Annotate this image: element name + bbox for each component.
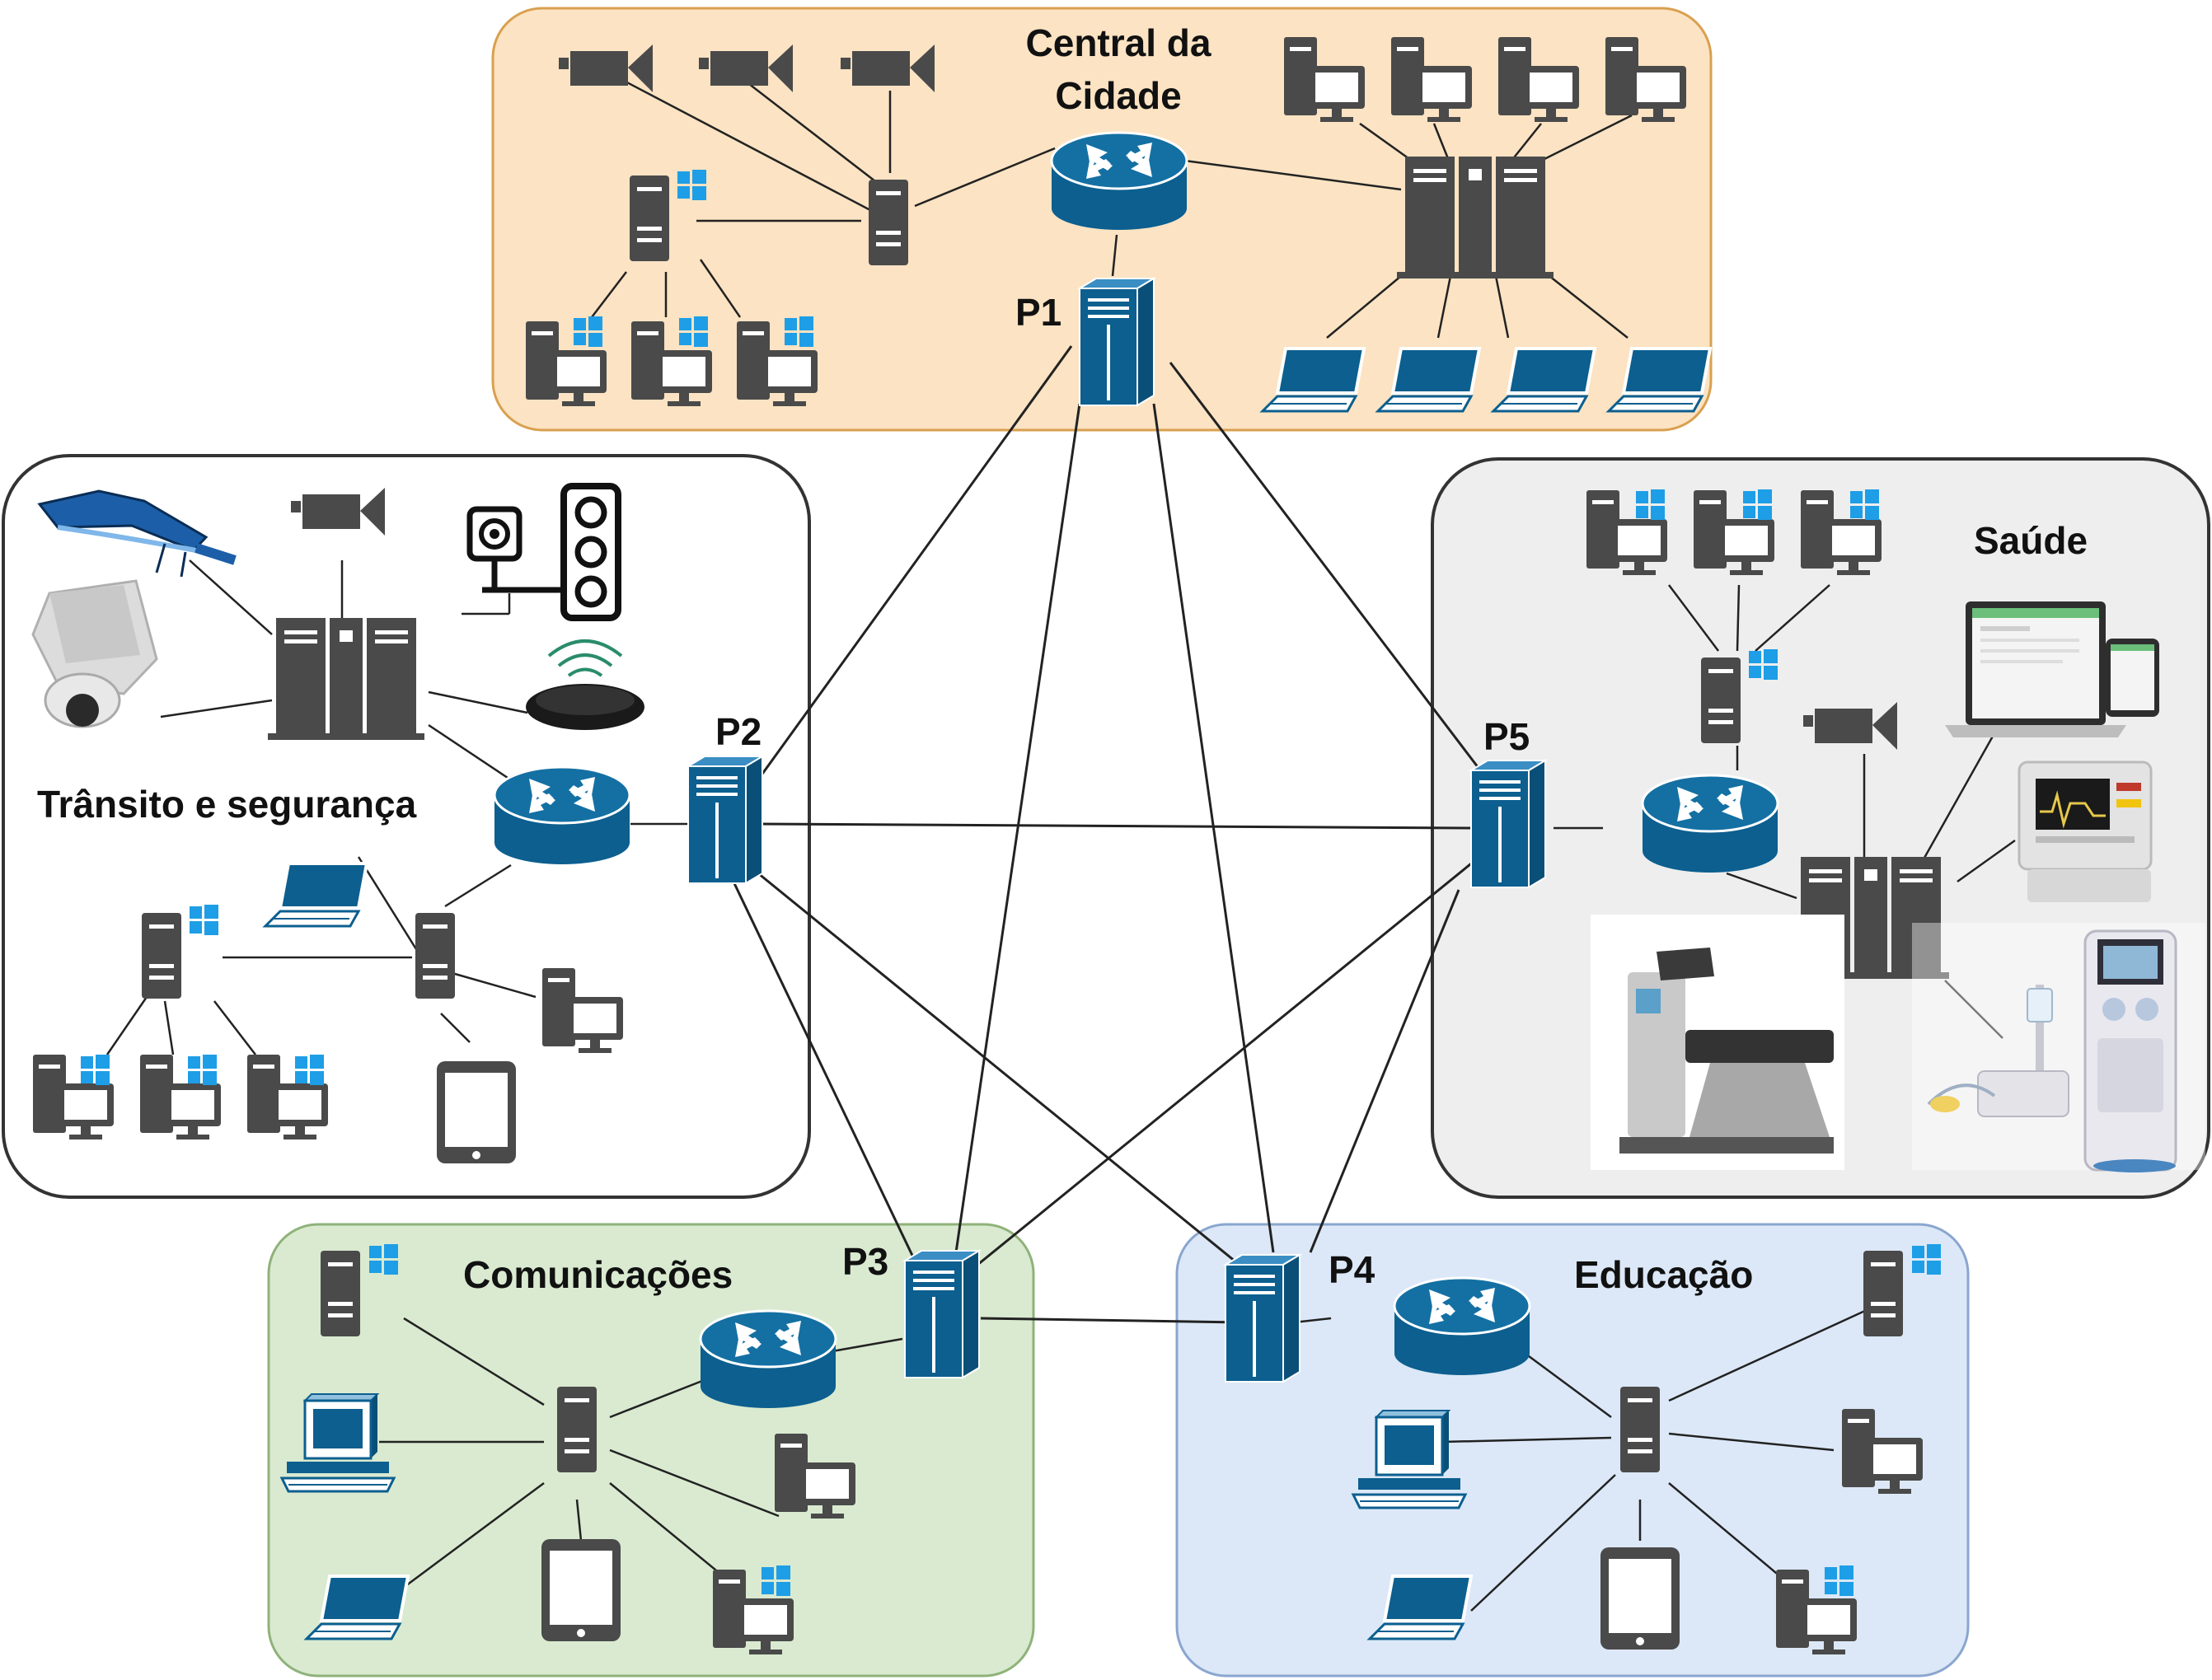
edu-title: Educação (1574, 1253, 1753, 1296)
tablet-icon (541, 1539, 621, 1641)
pop-label-p4: P4 (1329, 1248, 1375, 1291)
link-p1-p5 (1169, 362, 1485, 775)
server-cluster-icon (1397, 157, 1554, 278)
tablet-icon (1600, 1547, 1680, 1650)
server-cluster-icon (268, 618, 424, 740)
comm-internal-links (379, 1317, 903, 1604)
link-p2-p3 (732, 881, 916, 1261)
router-icon (1641, 774, 1779, 874)
transit-title: Trânsito e segurança (37, 783, 417, 826)
router-icon (493, 765, 631, 866)
link-p1-p3 (954, 403, 1081, 1253)
pop-p5-icon[interactable] (1470, 760, 1546, 888)
server-icon (1701, 657, 1741, 743)
central-title-line2: Cidade (1055, 74, 1181, 117)
pop-p1-icon[interactable] (1079, 278, 1155, 406)
pop-p3-icon[interactable] (904, 1250, 980, 1378)
backbone-links (732, 345, 1485, 1324)
central-title-line1: Central da (1026, 21, 1211, 64)
pop-label-p3: P3 (842, 1240, 888, 1283)
traffic-light-icon (466, 483, 621, 621)
router-icon (1393, 1276, 1531, 1377)
server-icon (415, 913, 455, 999)
link-p4-p5 (1309, 889, 1460, 1253)
router-icon (699, 1309, 837, 1410)
medical-bed-icon (1591, 915, 1844, 1170)
health-title: Saúde (1974, 519, 2088, 562)
server-icon (142, 913, 181, 999)
server-icon (1620, 1387, 1660, 1472)
comm-title: Comunicações (463, 1253, 733, 1296)
link-p1-p4 (1152, 403, 1275, 1253)
server-icon (557, 1387, 597, 1472)
server-icon (1863, 1251, 1903, 1336)
router-icon (1050, 131, 1188, 232)
link-p2-p5 (757, 822, 1472, 830)
wireless-hub-icon (526, 639, 644, 730)
region-edu (1175, 1223, 1970, 1678)
health-internal-links (1554, 584, 2016, 1039)
tablet-icon (437, 1061, 516, 1163)
laptop-app-icon (1945, 601, 2159, 737)
central-internal-links (591, 71, 1633, 339)
link-p2-p4 (757, 872, 1245, 1271)
server-icon (630, 175, 669, 261)
link-p1-p2 (748, 345, 1073, 792)
pop-p2-icon[interactable] (687, 756, 763, 884)
link-p3-p5 (972, 855, 1480, 1271)
server-icon (321, 1251, 360, 1336)
security-camera-icon (31, 579, 158, 728)
edu-internal-links (1293, 1308, 1868, 1612)
pop-label-p5: P5 (1483, 715, 1530, 758)
pop-label-p1: P1 (1015, 291, 1061, 334)
pop-p4-icon[interactable] (1225, 1254, 1300, 1383)
pop-label-p2: P2 (715, 710, 762, 753)
dialysis-machine-icon (1912, 923, 2205, 1172)
street-light-icon (37, 489, 237, 578)
link-p3-p4 (980, 1317, 1241, 1324)
region-comm (267, 1223, 1035, 1678)
defibrillator-icon (2018, 760, 2153, 902)
server-icon (869, 180, 908, 265)
